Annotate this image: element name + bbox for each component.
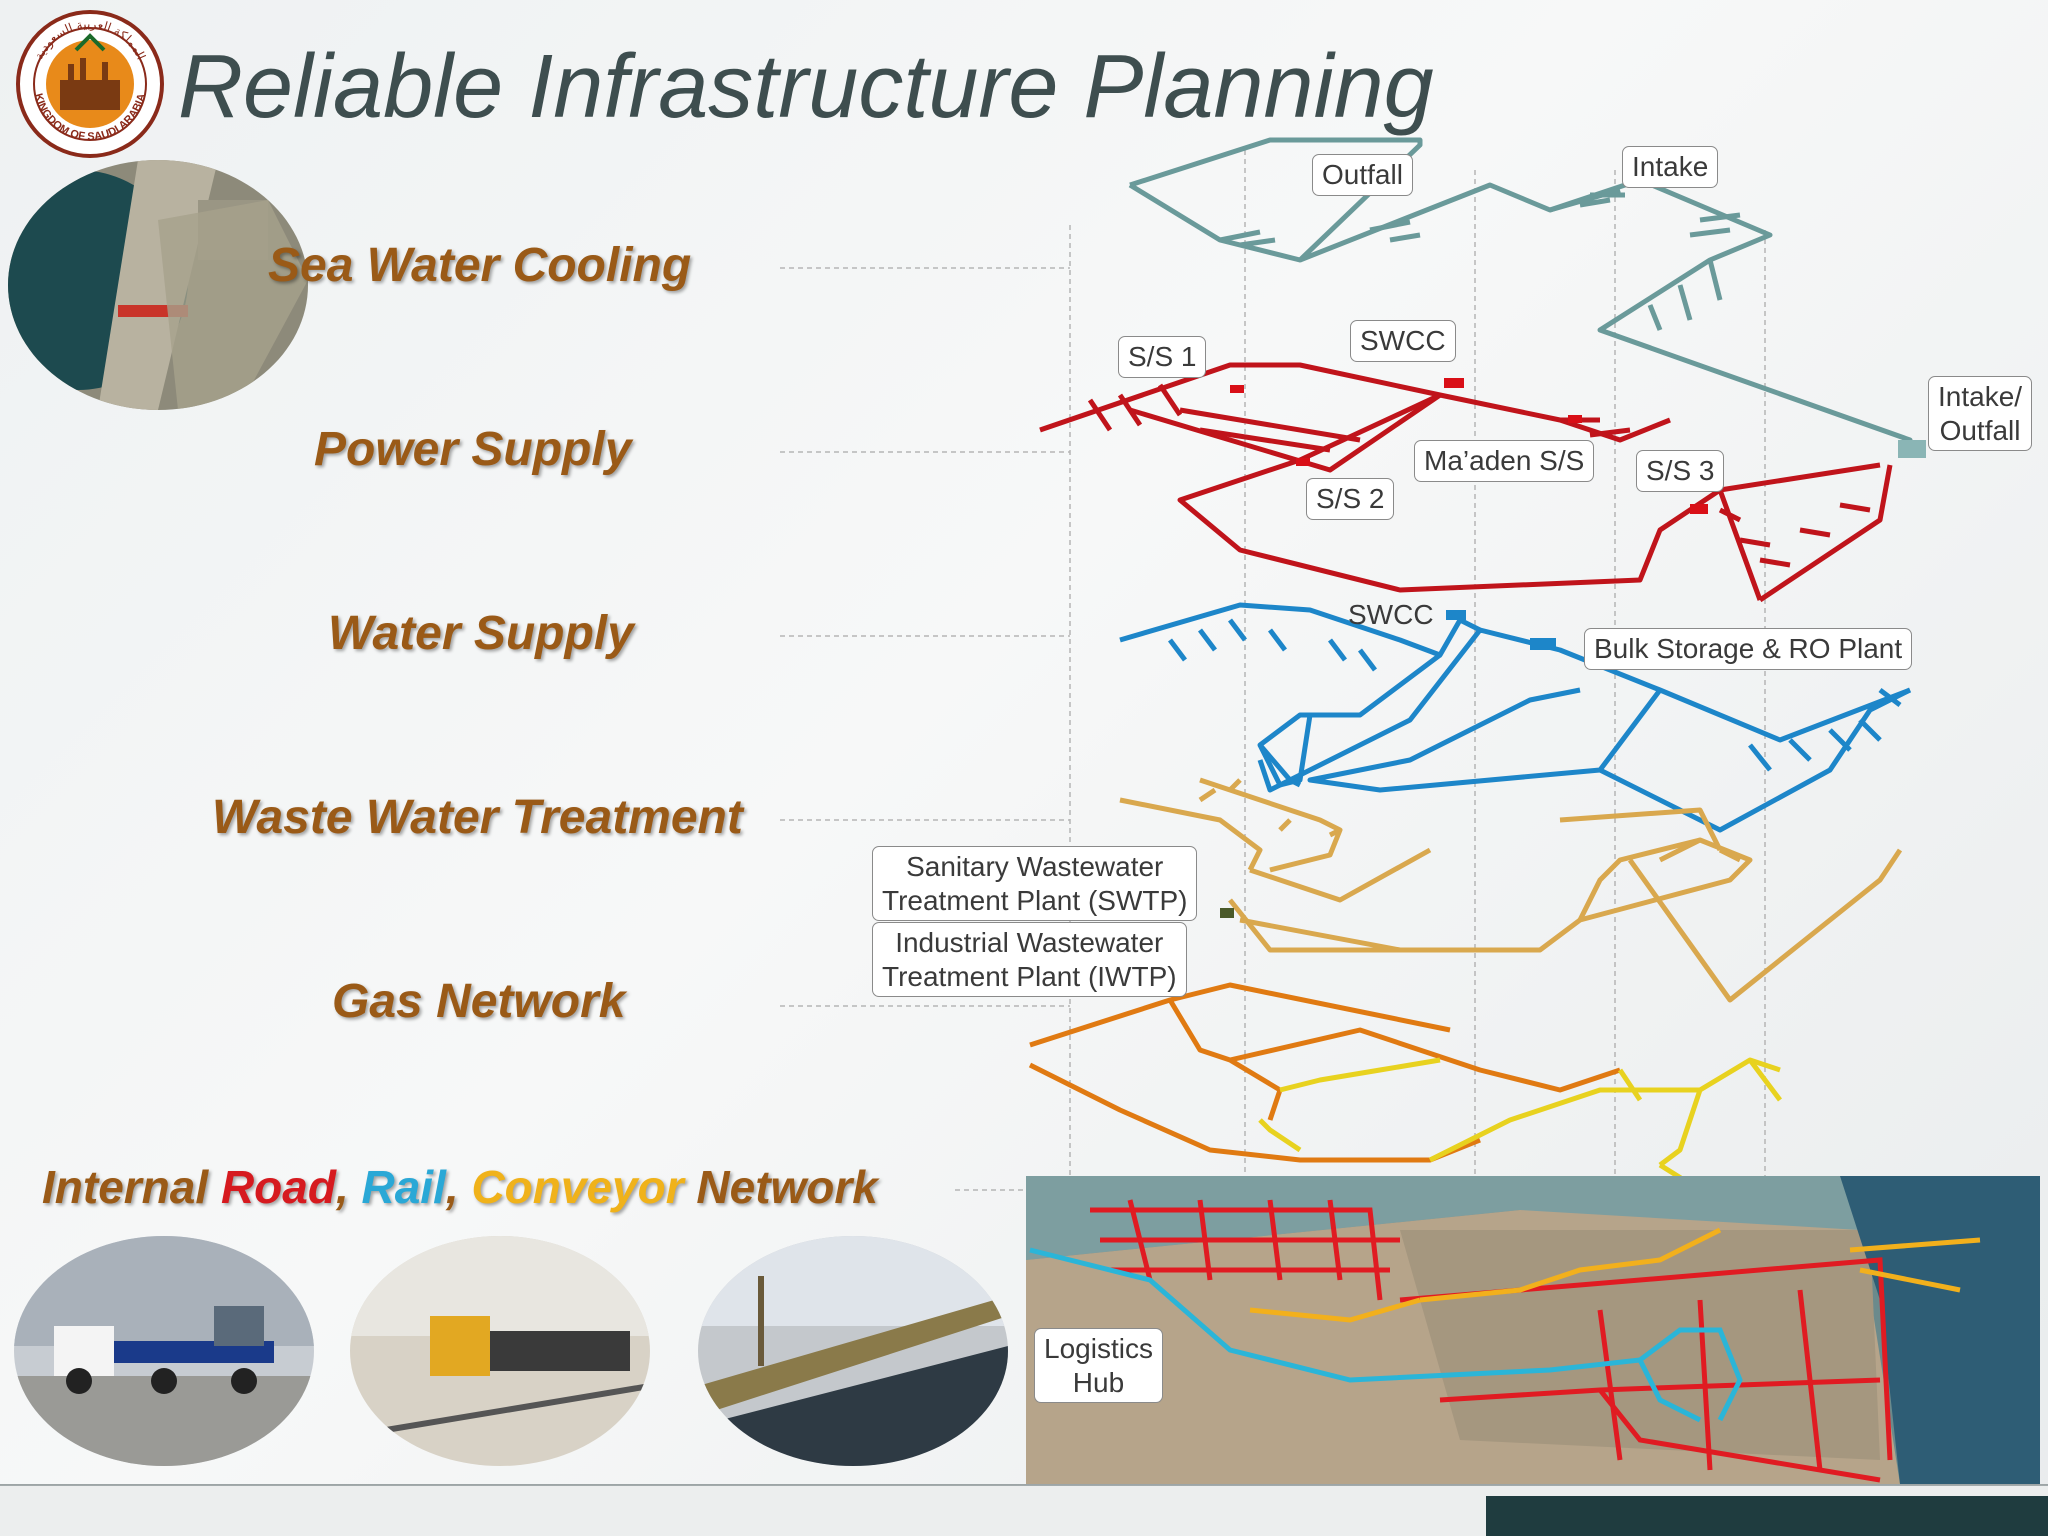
network-label: Internal Road, Rail, Conveyor Network [42,1160,878,1214]
callout-ss2: S/S 2 [1306,478,1395,520]
bulk-storage-marker [1530,638,1556,650]
swcc-power-marker [1444,378,1464,388]
layer-label-water-supply: Water Supply [328,607,634,660]
layer-label-waste-water-treatment: Waste Water Treatment [212,791,743,844]
callout-intake-outfall: Intake/ Outfall [1928,376,2033,452]
network-label-rail: Rail [361,1161,446,1213]
ss3-marker [1690,504,1708,514]
power-network [1039,362,1893,603]
wastewater-network [1119,777,1903,1003]
water-network [1119,602,1912,833]
swcc-water-marker [1446,610,1466,620]
ss1-marker [1230,385,1244,393]
callout-logistics-hub: Logistics Hub [1034,1328,1163,1404]
callout-swcc-water: SWCC [1348,599,1434,630]
network-label-sep2: , [445,1161,472,1213]
callout-ss1: S/S 1 [1118,336,1207,378]
conveyor-photo [698,1236,1008,1466]
network-label-conveyor: Conveyor [471,1161,684,1213]
swtp-marker [1220,908,1234,918]
intake-outfall-structure [1898,440,1926,458]
saudi-arabia-seal-logo: KINGDOM OF SAUDI ARABIA المملكة العربية … [16,10,164,158]
layer-label-power-supply: Power Supply [314,423,632,476]
sea-water-cooling-photo [8,160,308,410]
callout-swtp: Sanitary Wastewater Treatment Plant (SWT… [872,846,1198,922]
sea-water-network [1128,137,1913,456]
page-title: Reliable Infrastructure Planning [178,37,1434,137]
gas-network-orange [1028,982,1621,1163]
callout-outfall: Outfall [1312,154,1413,196]
network-label-sep1: , [335,1161,362,1213]
maaden-ss-marker [1568,415,1582,423]
footer-dark-block [1486,1496,2048,1536]
layer-label-sea-water-cooling: Sea Water Cooling [268,239,692,292]
ss2-marker [1296,458,1310,466]
road-rail-conveyor-map [1026,1176,2040,1484]
callout-bulk-storage: Bulk Storage & RO Plant [1584,628,1913,670]
callout-ss3: S/S 3 [1636,450,1725,492]
callout-swcc-power: SWCC [1350,320,1456,362]
leader-lines [780,150,1766,1191]
callout-intake: Intake [1622,146,1719,188]
network-label-prefix: Internal [42,1161,221,1213]
train-photo [350,1236,650,1466]
callout-maaden-ss: Ma’aden S/S [1414,440,1595,482]
callout-iwtp: Industrial Wastewater Treatment Plant (I… [872,922,1187,998]
network-label-suffix: Network [683,1161,878,1213]
layer-label-gas-network: Gas Network [332,975,626,1028]
network-label-road: Road [220,1161,336,1213]
